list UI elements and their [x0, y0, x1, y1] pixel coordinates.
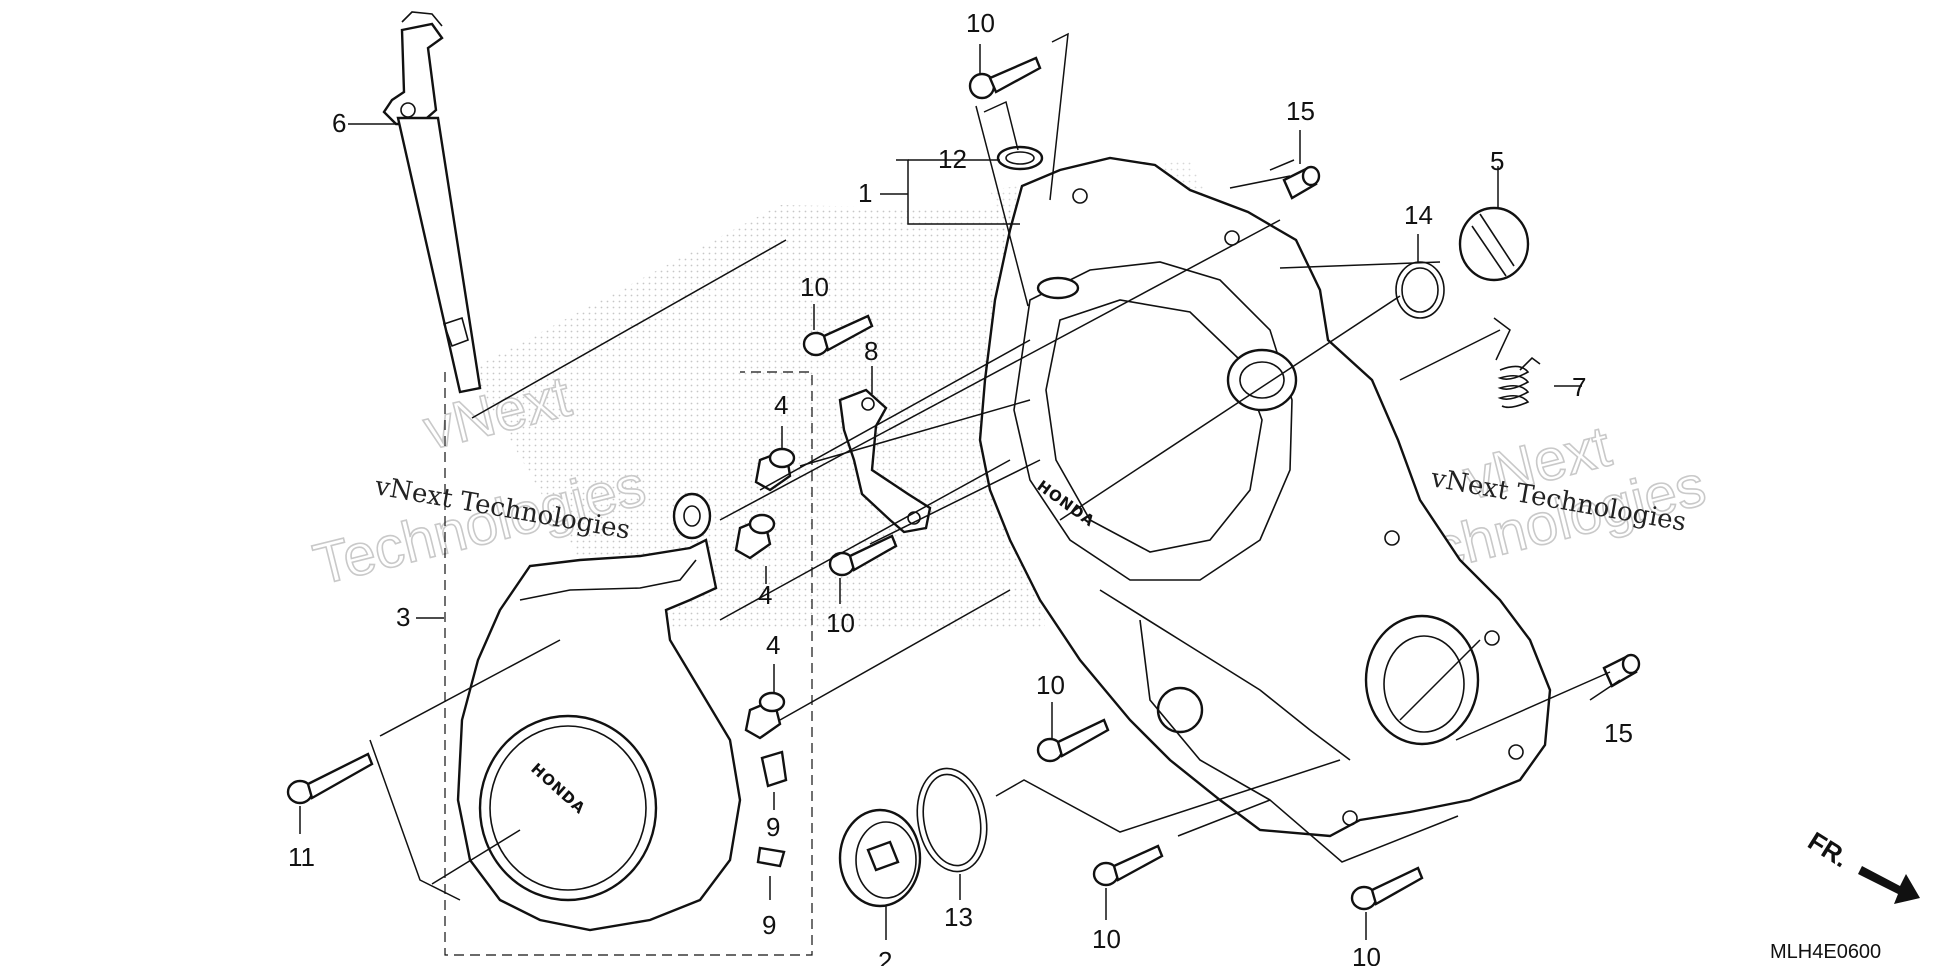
callout-1: 1 [858, 178, 872, 208]
callout-4-lower: 4 [766, 630, 780, 660]
svg-text:FR.: FR. [1803, 826, 1854, 874]
callout-8: 8 [864, 336, 878, 366]
callout-14: 14 [1404, 200, 1433, 230]
callout-10-top: 10 [966, 8, 995, 38]
part-9-piece-upper [760, 750, 788, 788]
part-9-piece-lower [756, 846, 786, 868]
callout-10-bottom-right: 10 [1352, 942, 1381, 966]
group-box-part-3 [444, 371, 813, 956]
part-7-spring [1497, 356, 1541, 409]
part-10-bolt-left-mid [828, 534, 898, 577]
callout-10-center: 10 [1036, 670, 1065, 700]
callout-15-top: 15 [1286, 96, 1315, 126]
callout-11: 11 [288, 842, 315, 872]
part-2-cap [838, 808, 922, 908]
callout-9-upper: 9 [766, 812, 780, 842]
part-6-rod [382, 11, 482, 394]
callout-labels: 6 1 12 10 15 5 14 7 15 10 8 4 4 4 10 3 1… [288, 8, 1633, 966]
leader-lines [299, 32, 1621, 940]
part-3-generator-cover: HONDA [456, 492, 742, 932]
part-15-dowel-upper [1282, 165, 1321, 200]
part-4-dowel-lower [744, 691, 786, 740]
part-10-bolt-center [1036, 718, 1110, 763]
callout-3: 3 [396, 602, 410, 632]
callout-9-lower: 9 [762, 910, 776, 940]
callout-4-upper: 4 [774, 390, 788, 420]
part-12-seal [996, 145, 1044, 171]
diagram-code: MLH4E0600 [1770, 941, 1881, 963]
part-11-bolt [286, 752, 374, 805]
part-13-oring [916, 767, 988, 873]
part-10-bolt-bottom-right [1350, 866, 1424, 911]
part-10-bolt-bottom-left [1092, 844, 1164, 887]
part-14-oring [1395, 261, 1445, 319]
part-15-dowel-lower [1602, 653, 1641, 688]
part-4-dowel-middle [734, 513, 776, 560]
part-1-clutch-cover: HONDA [978, 156, 1552, 838]
callout-12: 12 [938, 144, 967, 174]
callout-7: 7 [1572, 372, 1586, 402]
leader-6-diag [471, 239, 787, 419]
callout-15-bottom: 15 [1604, 718, 1633, 748]
callout-4-middle: 4 [758, 580, 772, 610]
part-4-dowel-upper [754, 447, 796, 492]
callout-10-left-top: 10 [800, 272, 829, 302]
part-10-bolt-left-top [802, 314, 874, 357]
part-8-bracket [838, 388, 932, 534]
callout-10-left-mid: 10 [826, 608, 855, 638]
callout-10-bottom-left: 10 [1092, 924, 1121, 954]
part-5-filler-cap [1458, 206, 1530, 282]
callout-5: 5 [1490, 146, 1504, 176]
callout-6: 6 [332, 108, 346, 138]
part-10-bolt-top [968, 56, 1042, 100]
callout-2: 2 [878, 946, 892, 966]
front-direction-marker: FR. [1803, 826, 1920, 904]
callout-13: 13 [944, 902, 973, 932]
